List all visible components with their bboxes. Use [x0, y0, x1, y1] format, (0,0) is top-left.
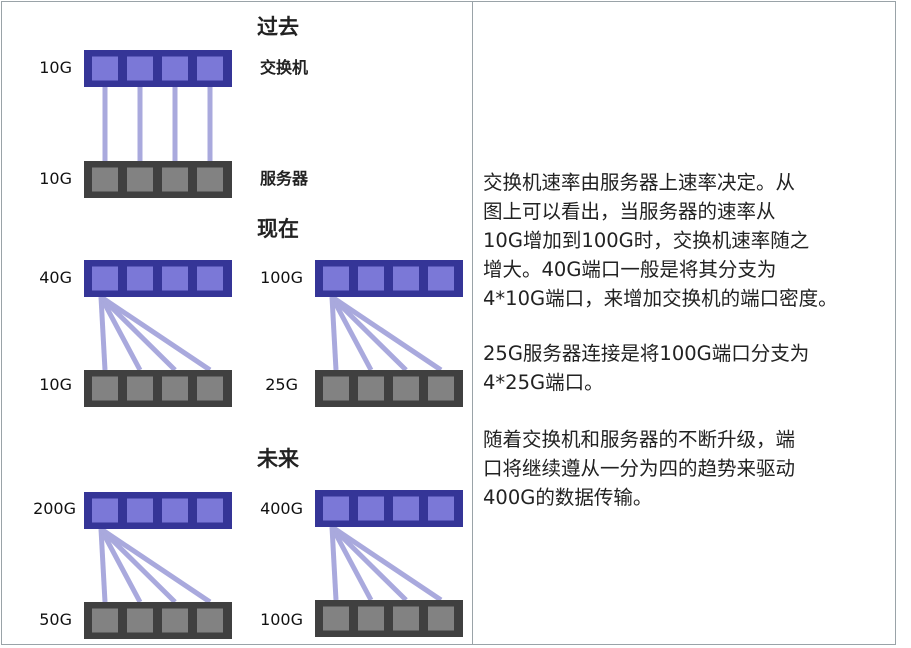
description-paragraph-2: 25G服务器连接是将100G端口分支为 4*25G端口。	[483, 342, 810, 394]
link-2-3	[330, 294, 443, 373]
link-3-1	[98, 527, 143, 604]
link-3-3	[99, 526, 212, 605]
link-1-0	[98, 296, 108, 371]
column-divider	[472, 1, 473, 645]
server-port-4-0	[323, 606, 349, 631]
server-port-0-2	[162, 167, 188, 192]
server-port-1-0	[92, 376, 118, 401]
switch-port-2-0	[323, 266, 349, 291]
link-4-1	[329, 525, 374, 602]
server-port-3-3	[197, 608, 223, 633]
link-1-1	[98, 295, 143, 372]
server-port-4-3	[428, 606, 454, 631]
speed-label-past-switch: 10G	[39, 58, 72, 77]
connection-links	[98, 87, 443, 605]
switch-port-2-3	[428, 266, 454, 291]
switch-tag: 交换机	[260, 58, 308, 77]
link-4-3	[330, 524, 443, 603]
heading-past: 过去	[257, 15, 299, 39]
server-port-4-2	[393, 606, 419, 631]
switch-port-3-0	[92, 498, 118, 523]
switch-port-2-2	[393, 266, 419, 291]
speed-label-future-2-server: 100G	[260, 610, 303, 629]
switch-port-1-1	[127, 266, 153, 291]
speed-label-future-1-switch: 200G	[33, 499, 76, 518]
switch-port-1-2	[162, 266, 188, 291]
server-port-1-2	[162, 376, 188, 401]
link-4-0	[329, 526, 339, 601]
speed-label-future-2-switch: 400G	[260, 499, 303, 518]
switch-port-0-0	[92, 56, 118, 81]
link-2-0	[329, 296, 339, 371]
link-3-2	[99, 527, 177, 604]
server-port-3-2	[162, 608, 188, 633]
server-tag: 服务器	[260, 169, 309, 188]
description-paragraph-3: 随着交换机和服务器的不断升级，端 口将继续遵从一分为四的趋势来驱动 400G的数…	[483, 428, 796, 509]
link-4-2	[330, 525, 408, 602]
heading-future: 未来	[257, 447, 300, 471]
server-port-2-1	[358, 376, 384, 401]
link-2-2	[330, 295, 408, 372]
server-port-2-3	[428, 376, 454, 401]
switch-port-0-3	[197, 56, 223, 81]
link-2-1	[329, 295, 374, 372]
devices	[84, 50, 463, 639]
switch-port-4-2	[393, 496, 419, 521]
link-3-0	[98, 528, 108, 603]
link-1-2	[99, 295, 177, 372]
switch-port-4-1	[358, 496, 384, 521]
switch-port-3-2	[162, 498, 188, 523]
speed-label-present-1-switch: 40G	[39, 268, 72, 287]
switch-port-1-0	[92, 266, 118, 291]
switch-port-0-1	[127, 56, 153, 81]
server-port-3-1	[127, 608, 153, 633]
speed-label-future-1-server: 50G	[39, 610, 72, 629]
server-port-3-0	[92, 608, 118, 633]
switch-port-3-3	[197, 498, 223, 523]
speed-label-present-1-server: 10G	[39, 375, 72, 394]
link-1-3	[99, 294, 212, 373]
switch-port-4-0	[323, 496, 349, 521]
description-paragraph-1: 交换机速率由服务器上速率决定。从 图上可以看出，当服务器的速率从 10G增加到1…	[483, 171, 838, 310]
switch-port-2-1	[358, 266, 384, 291]
port-speed-diagram: 过去 现在 未来 交换机 服务器 10G 10G 40G 10G 100G 25…	[33, 15, 463, 639]
figure-frame	[1, 1, 896, 645]
switch-port-1-3	[197, 266, 223, 291]
switch-port-3-1	[127, 498, 153, 523]
speed-label-present-2-switch: 100G	[260, 268, 303, 287]
speed-label-present-2-server: 25G	[265, 375, 298, 394]
server-port-2-2	[393, 376, 419, 401]
speed-label-past-server: 10G	[39, 169, 72, 188]
server-port-2-0	[323, 376, 349, 401]
switch-port-0-2	[162, 56, 188, 81]
server-port-4-1	[358, 606, 384, 631]
server-port-0-3	[197, 167, 223, 192]
heading-present: 现在	[257, 217, 299, 241]
server-port-1-1	[127, 376, 153, 401]
server-port-0-0	[92, 167, 118, 192]
server-port-1-3	[197, 376, 223, 401]
server-port-0-1	[127, 167, 153, 192]
switch-port-4-3	[428, 496, 454, 521]
